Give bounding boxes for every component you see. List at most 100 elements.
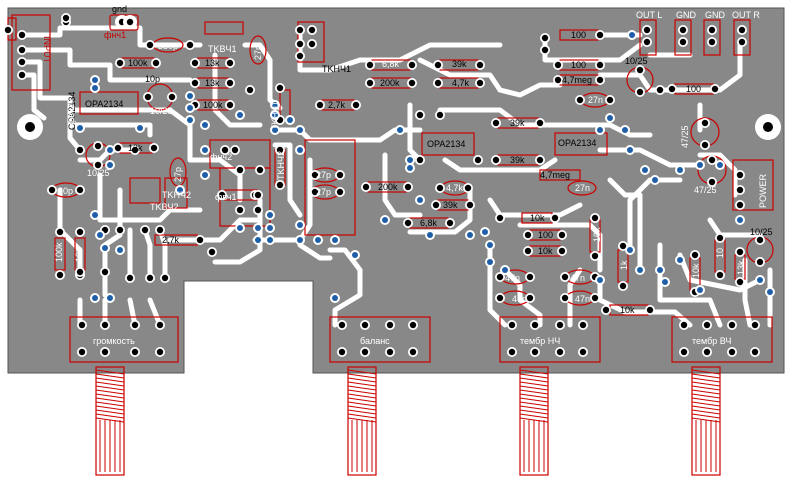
pad-hole	[416, 156, 424, 164]
via-hole	[697, 162, 703, 168]
shaft-hatch	[519, 377, 549, 383]
shaft-hatch	[347, 377, 377, 383]
via-hole	[297, 147, 303, 153]
pad-hole	[296, 52, 304, 60]
pad-hole	[18, 71, 26, 79]
pad-hole	[276, 181, 284, 189]
cap-1025-c: 10/25	[750, 227, 773, 237]
pad-hole	[579, 321, 587, 329]
cap-1025-b: 10/25	[625, 56, 648, 66]
via-hole	[255, 225, 261, 231]
pad-hole	[296, 26, 304, 34]
pad-hole	[524, 247, 532, 255]
pad-hole	[728, 348, 736, 356]
via-hole	[77, 125, 83, 131]
res-13k-d: 13k	[736, 260, 746, 275]
pad-hole	[728, 321, 736, 329]
cap-4725-a: 47/25	[680, 125, 690, 148]
res-100-d: 100	[538, 230, 553, 240]
via-hole	[107, 295, 113, 301]
pad-hole	[276, 84, 284, 92]
pot-treble-label: тембр ВЧ	[692, 336, 731, 346]
pad-hole	[311, 171, 319, 179]
pad-hole	[496, 294, 504, 302]
pad-hole	[736, 278, 744, 286]
via-hole	[597, 277, 603, 283]
pad-hole	[101, 348, 109, 356]
pad-hole	[526, 273, 534, 281]
pad-hole	[492, 156, 500, 164]
pad-hole	[596, 61, 604, 69]
pad-hole	[221, 146, 229, 154]
opa-chip-4: OPA2134	[67, 92, 77, 130]
opa-chip-1: OPA2134	[85, 99, 123, 109]
pad-hole	[736, 201, 744, 209]
via-hole	[332, 295, 338, 301]
pad-hole	[531, 348, 539, 356]
shaft-hatch	[95, 377, 125, 383]
shaft-hatch	[95, 397, 125, 403]
via-hole	[737, 217, 743, 223]
pad-hole	[231, 146, 239, 154]
pad-hole	[476, 61, 484, 69]
pad-hole	[218, 191, 226, 199]
pad-hole	[191, 79, 199, 87]
tkvch1: TKBЧ1	[208, 44, 237, 54]
cap-47n-b: 47n	[512, 294, 527, 304]
res-100-b: 100	[571, 60, 586, 70]
via-hole	[267, 225, 273, 231]
gnd2-label: GND	[705, 10, 726, 20]
via-hole	[202, 172, 208, 178]
shaft-hatch	[347, 401, 377, 407]
via-hole	[255, 237, 261, 243]
res-47k-b: 4,7k	[446, 183, 464, 193]
pad-hole	[691, 251, 699, 259]
pad-hole	[602, 306, 610, 314]
via-hole	[267, 212, 273, 218]
via-hole	[272, 112, 278, 118]
pad-hole	[561, 294, 569, 302]
pad-hole	[336, 171, 344, 179]
pad-hole	[78, 321, 86, 329]
cap-4725-b: 47/25	[694, 185, 717, 195]
pad-hole	[56, 228, 64, 236]
cap-27n-b: 27n	[575, 183, 590, 193]
via-hole	[677, 167, 683, 173]
pad-hole	[161, 274, 169, 282]
tknch2-a: TKHЧ2	[162, 190, 191, 200]
pad-hole	[236, 206, 244, 214]
pad-hole	[56, 271, 64, 279]
res-200k-b: 200k	[378, 182, 398, 192]
via-hole	[652, 177, 658, 183]
pad-hole	[751, 348, 759, 356]
pad-hole	[208, 248, 216, 256]
pad-hole	[679, 26, 687, 34]
pad-hole	[619, 242, 627, 250]
res-47meg-b: 4,7meg	[540, 170, 570, 180]
pad-hole	[94, 161, 102, 169]
pad-hole	[404, 183, 412, 191]
shaft-hatch	[691, 389, 721, 395]
res-10k-c: 10k	[538, 246, 553, 256]
pad-hole	[679, 38, 687, 46]
pot-balance-label: баланс	[360, 336, 390, 346]
pad-hole	[496, 273, 504, 281]
pad-hole	[146, 41, 154, 49]
via-hole	[352, 252, 358, 258]
pad-hole	[336, 188, 344, 196]
pad-hole	[708, 178, 716, 186]
pad-hole	[409, 321, 417, 329]
opa-chip-3: OPA2134	[558, 138, 596, 148]
via-hole	[267, 237, 273, 243]
res-13k-a: 13k	[205, 58, 220, 68]
shaft-hatch	[347, 405, 377, 411]
pad-hole	[596, 76, 604, 84]
cap-27p-d: 27p	[173, 167, 183, 182]
pad-hole	[708, 26, 716, 34]
shaft-hatch	[347, 409, 377, 415]
pad-hole	[536, 119, 544, 127]
pad-hole	[156, 348, 164, 356]
via-hole	[697, 287, 703, 293]
pad-hole	[496, 214, 504, 222]
pad-hole	[708, 38, 716, 46]
